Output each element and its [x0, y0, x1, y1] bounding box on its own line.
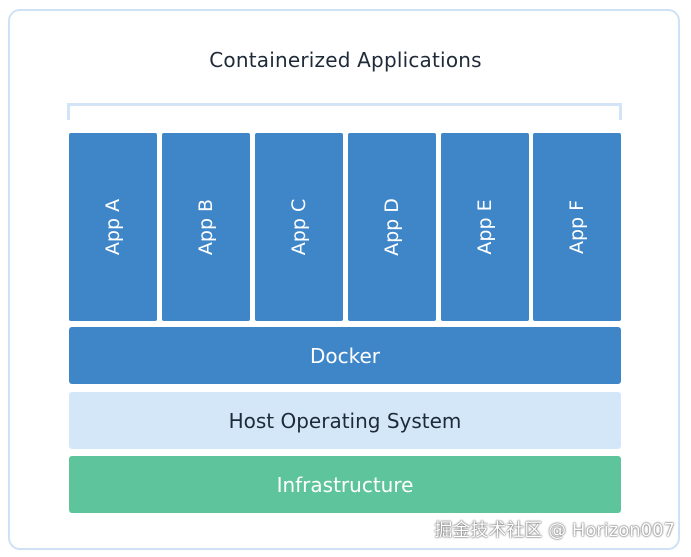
app-b-block: App B	[162, 133, 250, 321]
docker-layer-label: Docker	[309, 343, 381, 368]
apps-row: App A App B App C App D App E App F	[69, 133, 621, 321]
infrastructure-layer: Infrastructure	[69, 456, 621, 513]
app-a-block: App A	[69, 133, 157, 321]
app-c-label: App C	[288, 198, 310, 256]
app-a-label: App A	[102, 198, 124, 256]
app-b-label: App B	[195, 198, 217, 256]
app-d-block: App D	[348, 133, 436, 321]
infrastructure-layer-label: Infrastructure	[276, 472, 414, 497]
host-os-layer-label: Host Operating System	[228, 408, 462, 433]
app-f-label: App F	[566, 199, 588, 255]
app-e-block: App E	[441, 133, 529, 321]
docker-layer: Docker	[69, 327, 621, 384]
app-d-label: App D	[381, 198, 403, 256]
watermark-text: 掘金技术社区 @ Horizon007	[434, 520, 675, 541]
app-c-block: App C	[255, 133, 343, 321]
app-e-label: App E	[474, 199, 496, 255]
diagram-title: Containerized Applications	[209, 48, 482, 72]
host-os-layer: Host Operating System	[69, 392, 621, 449]
apps-bracket	[67, 103, 622, 120]
app-f-block: App F	[533, 133, 621, 321]
